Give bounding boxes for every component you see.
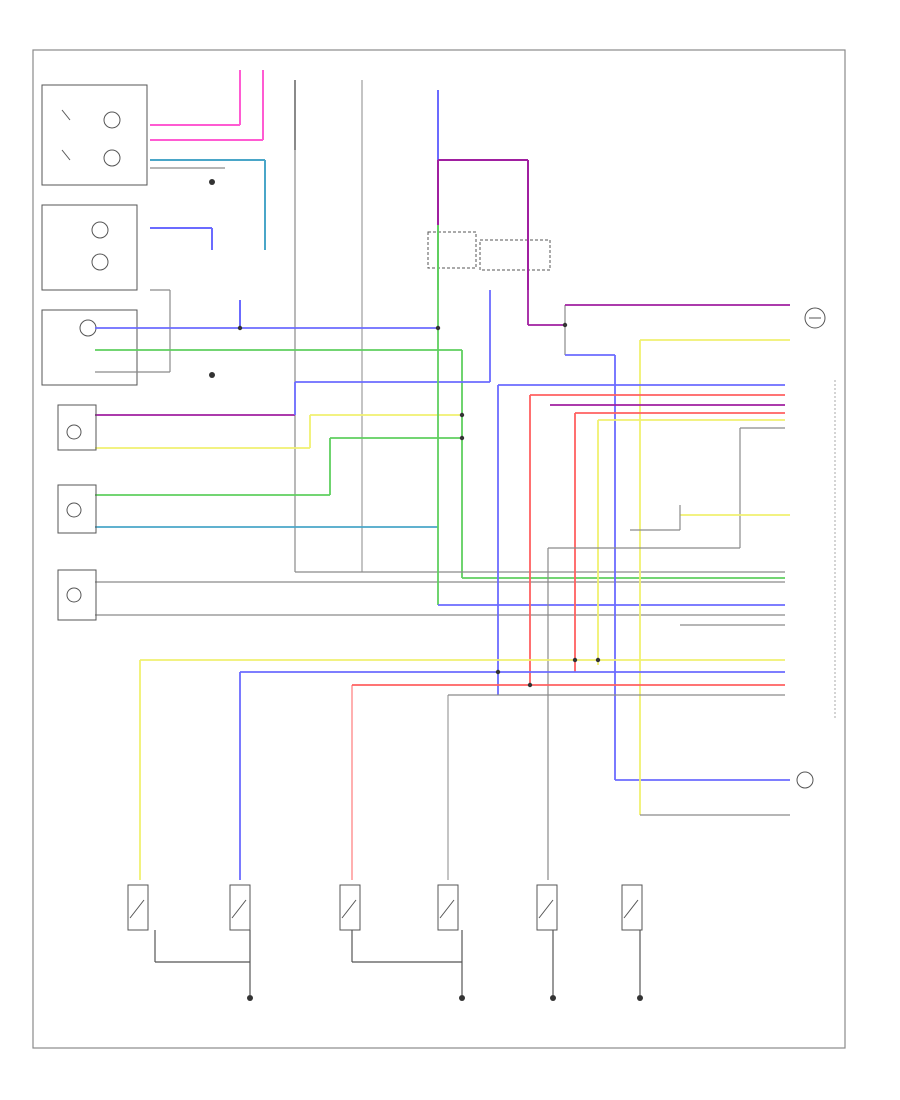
switch-6 bbox=[621, 884, 643, 931]
ground-symbols bbox=[209, 179, 643, 1001]
ign-lamp bbox=[796, 771, 814, 789]
splice-dots bbox=[237, 322, 601, 688]
illumination-lamp bbox=[57, 569, 97, 621]
door-switches bbox=[127, 884, 643, 931]
switch-2 bbox=[229, 884, 251, 931]
license-lamp bbox=[804, 307, 826, 329]
trunk-lamp bbox=[57, 404, 97, 451]
right-side-wires bbox=[497, 290, 790, 880]
right-front-lamp bbox=[57, 484, 97, 534]
lower-bundle-wires bbox=[139, 659, 785, 880]
relay-right bbox=[479, 225, 551, 290]
switch-ground-wires bbox=[154, 930, 641, 995]
switch-1 bbox=[127, 884, 149, 931]
left-rear-lamp-assembly bbox=[41, 204, 138, 291]
top-feed-wires bbox=[150, 70, 529, 572]
left-lower-lamp bbox=[41, 309, 138, 386]
diagram-frame bbox=[32, 49, 846, 1049]
switch-4 bbox=[437, 884, 459, 931]
switch-5 bbox=[536, 884, 558, 931]
relay-left bbox=[427, 225, 477, 290]
switch-3 bbox=[339, 884, 361, 931]
upper-left-wires bbox=[150, 159, 266, 372]
main-horizontal-wires bbox=[95, 290, 785, 616]
left-front-lamp-assembly bbox=[41, 84, 148, 186]
